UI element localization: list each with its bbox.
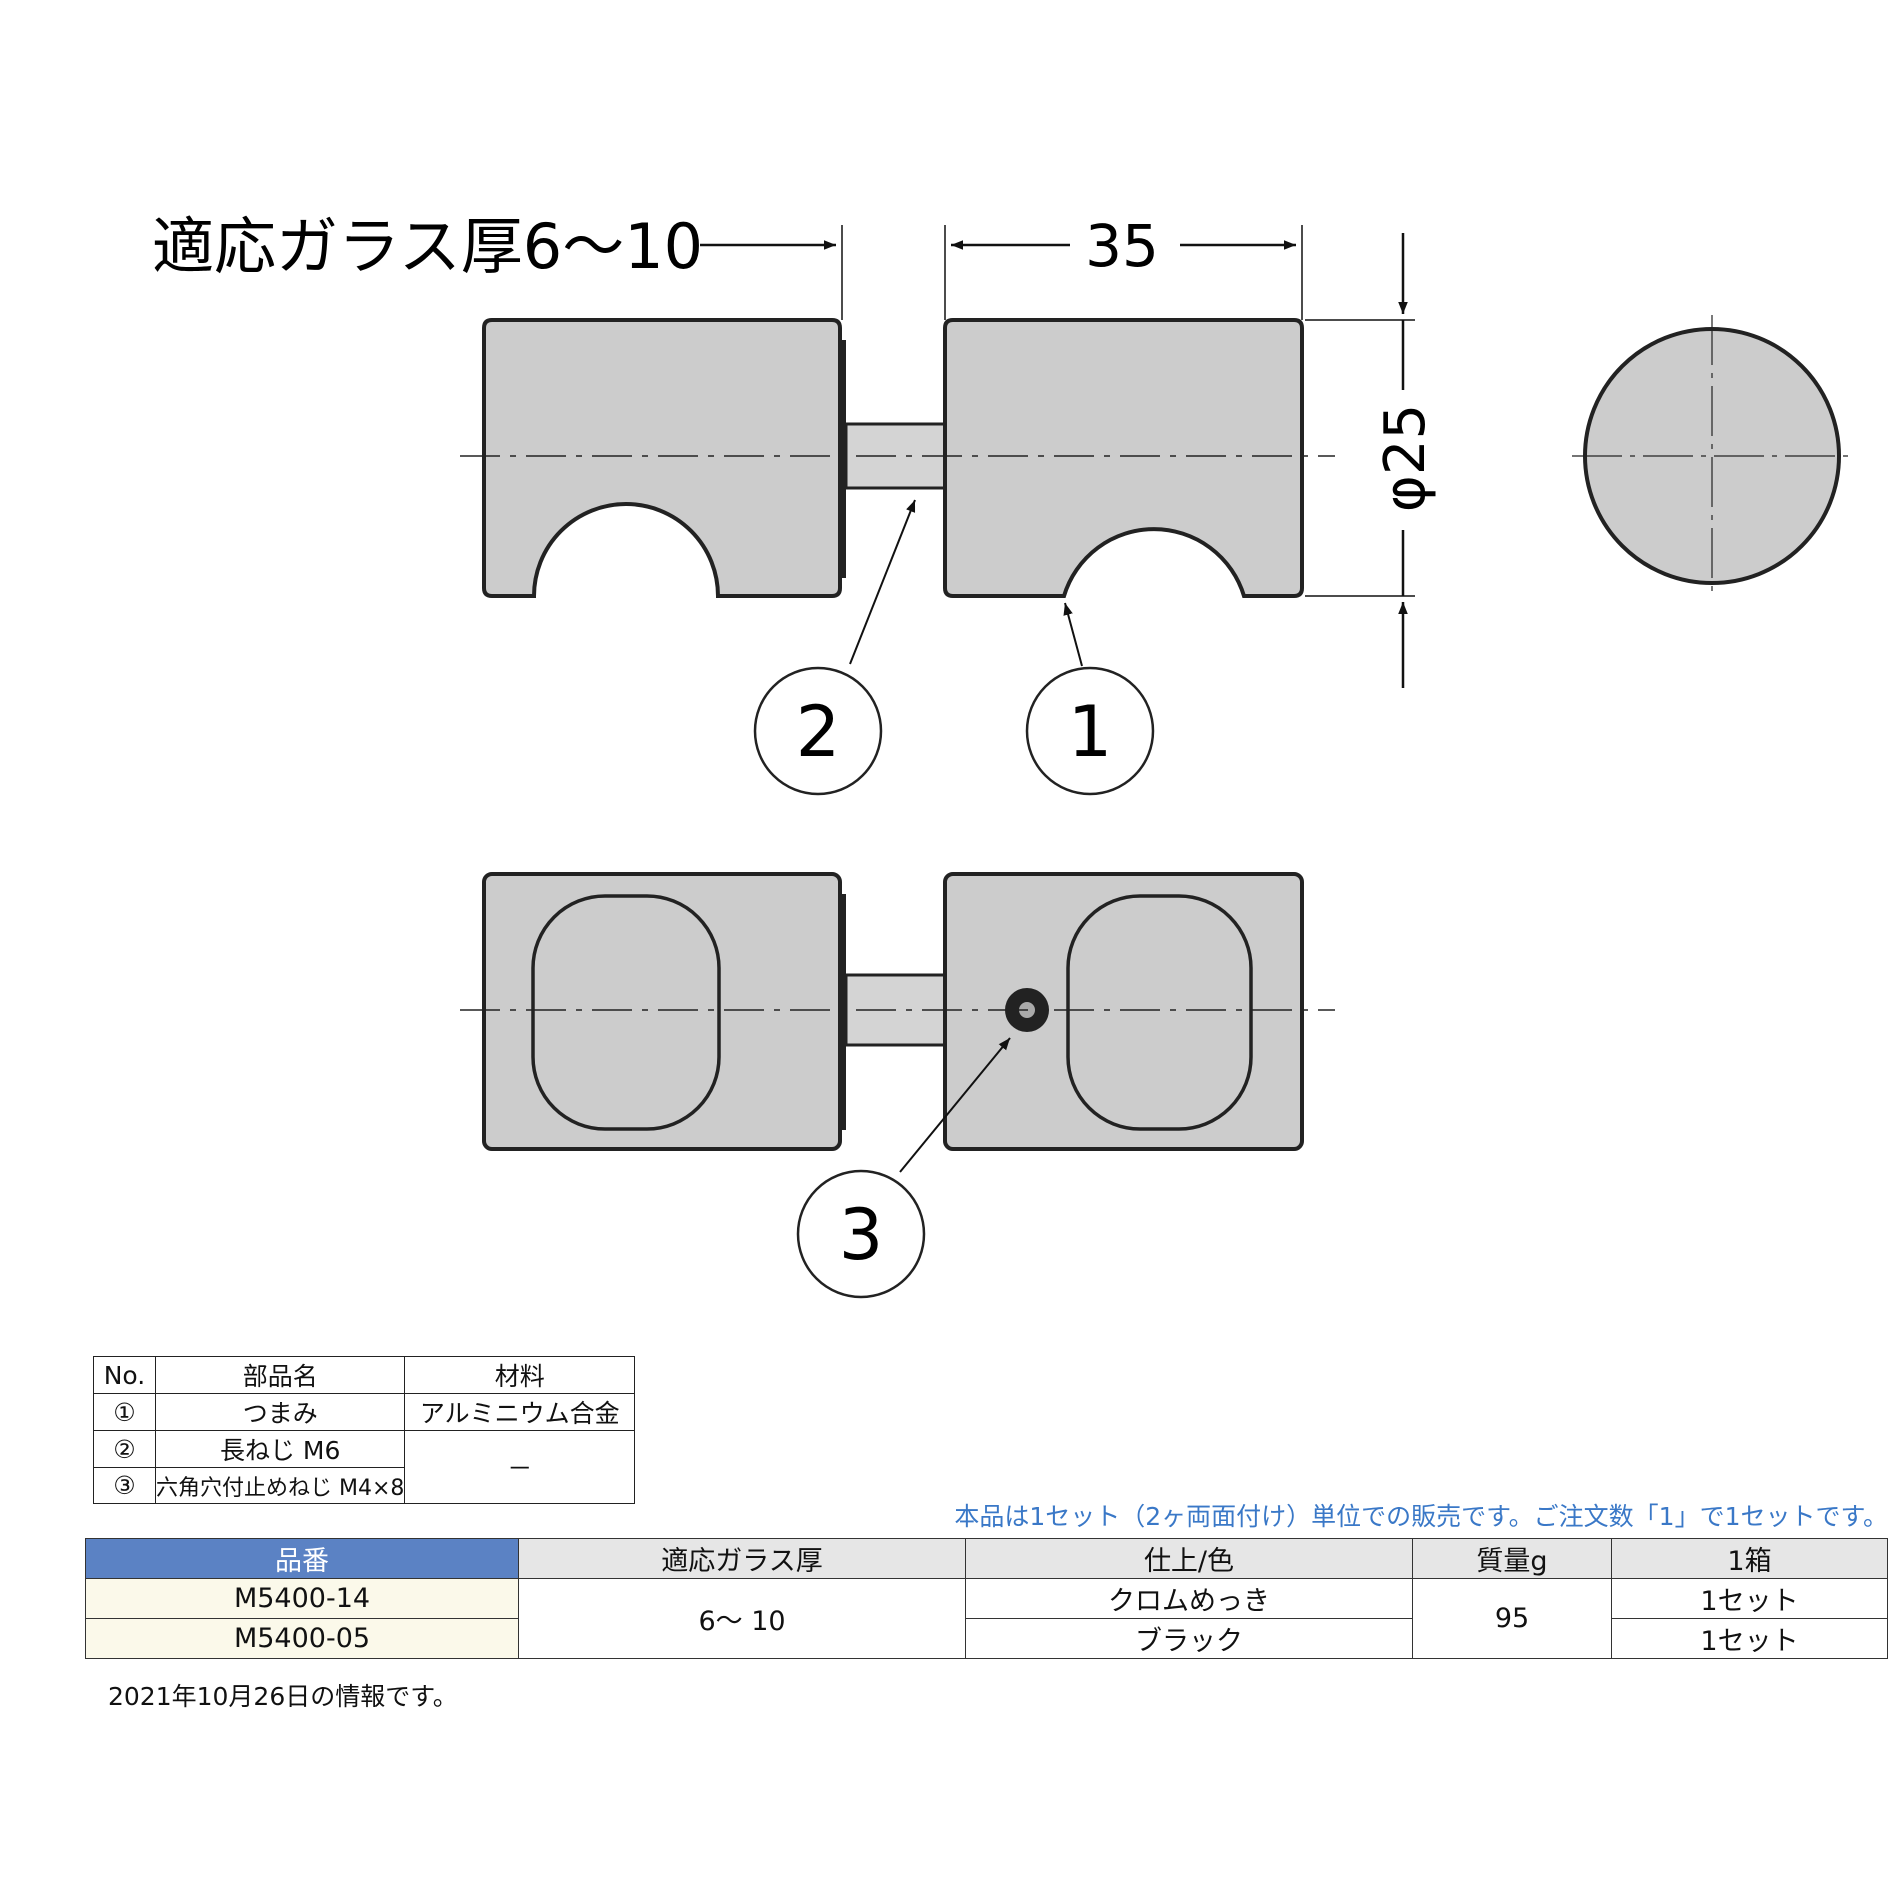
finish-value: クロムめっき — [965, 1578, 1413, 1619]
right-knob-recess — [1066, 894, 1253, 1131]
technical-drawing: 適応ガラス厚6～10 35 φ25 2 1 3 — [152, 210, 1852, 1299]
parts-no: ② — [93, 1430, 156, 1468]
spec-header-part: 品番 — [85, 1538, 519, 1579]
left-knob-recess — [531, 894, 721, 1131]
glass-thickness-label: 適応ガラス厚6～10 — [152, 210, 703, 283]
spec-header-finish: 仕上/色 — [965, 1538, 1413, 1579]
date-note: 2021年10月26日の情報です。 — [108, 1682, 458, 1711]
parts-material-merged: － — [404, 1430, 635, 1504]
parts-header-material: 材料 — [404, 1356, 635, 1394]
callout-1-circle — [1025, 666, 1155, 796]
glass-thickness-value: 6～ 10 — [518, 1578, 966, 1659]
callout-1: 1 — [1068, 691, 1113, 773]
parts-table: No. 部品名 材料 ① つまみ アルミニウム合金 ② 長ねじ M6 － ③ 六… — [93, 1356, 635, 1504]
parts-header-name: 部品名 — [154, 1356, 406, 1394]
spec-row: M5400-14 6～ 10 クロムめっき 95 1セット — [85, 1578, 1888, 1659]
right-knob-top — [943, 318, 1304, 598]
box-value: 1セット — [1611, 1618, 1888, 1659]
sales-unit-note: 本品は1セット（2ヶ両面付け）単位での販売です。ご注文数「1」で1セットです。 — [954, 1502, 1888, 1531]
left-knob-top — [482, 318, 842, 598]
leader-3 — [899, 1037, 1011, 1173]
mass-value: 95 — [1412, 1578, 1612, 1659]
leader-1 — [1063, 602, 1083, 667]
dim-diameter: φ25 — [1373, 404, 1438, 512]
left-knob-washer-bottom — [840, 894, 846, 1130]
parts-row: ① つまみ アルミニウム合金 — [93, 1393, 635, 1431]
parts-no: ① — [93, 1393, 156, 1431]
parts-no: ③ — [93, 1467, 156, 1504]
parts-name: 長ねじ M6 — [154, 1430, 406, 1468]
spec-header-mass: 質量g — [1412, 1538, 1612, 1579]
parts-name: 六角穴付止めねじ M4×8 — [154, 1467, 406, 1504]
callout-2: 2 — [796, 691, 841, 773]
finish-value: ブラック — [965, 1618, 1413, 1659]
part-number: M5400-14 — [85, 1578, 519, 1619]
spec-table: 品番 適応ガラス厚 仕上/色 質量g 1箱 M5400-14 6～ 10 クロム… — [85, 1538, 1888, 1659]
spec-header-glass: 適応ガラス厚 — [518, 1538, 966, 1579]
dim-35: 35 — [1085, 212, 1159, 280]
parts-name: つまみ — [154, 1393, 406, 1431]
parts-material: アルミニウム合金 — [404, 1393, 635, 1431]
left-knob-washer — [840, 340, 846, 578]
leader-2 — [849, 499, 916, 665]
box-value: 1セット — [1611, 1578, 1888, 1619]
spec-header-box: 1箱 — [1611, 1538, 1888, 1579]
spec-row: M5400-05 ブラック 1セット — [85, 1618, 1888, 1659]
callout-2-circle — [753, 666, 883, 796]
parts-header-no: No. — [93, 1356, 156, 1394]
part-number: M5400-05 — [85, 1618, 519, 1659]
parts-row: ② 長ねじ M6 － — [93, 1430, 635, 1504]
parts-row: ③ 六角穴付止めねじ M4×8 — [93, 1467, 635, 1504]
callout-3-circle — [796, 1169, 926, 1299]
callout-3: 3 — [839, 1194, 884, 1276]
